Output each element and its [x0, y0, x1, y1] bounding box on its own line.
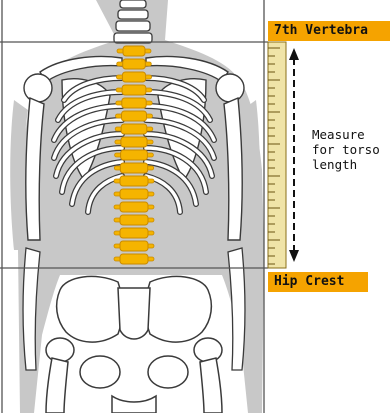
vertebra — [120, 254, 148, 264]
vertebra — [120, 163, 147, 173]
vertebra — [121, 124, 147, 134]
highlighted-spine — [114, 46, 154, 264]
vertebra — [123, 46, 145, 56]
vertebra — [122, 72, 145, 82]
pelvis — [46, 276, 222, 413]
vertebra — [120, 202, 148, 212]
vertebra — [120, 189, 148, 199]
cervical-vertebrae — [114, 0, 152, 43]
vertebra — [121, 137, 147, 147]
vertebra — [121, 150, 148, 160]
vertebra — [120, 215, 148, 225]
hip-crest-label: Hip Crest — [268, 272, 368, 292]
seventh-vertebra-label: 7th Vertebra — [268, 21, 390, 41]
vertebra — [122, 111, 147, 121]
measure-instruction-line-2: for torso — [312, 142, 390, 157]
vertebra — [120, 241, 148, 251]
measure-instruction: Measure for torso length — [312, 127, 390, 172]
double-headed-arrow-icon — [289, 48, 299, 262]
measure-instruction-line-3: length — [312, 157, 390, 172]
vertebra — [122, 85, 146, 95]
vertebra — [120, 176, 148, 186]
vertebra — [120, 228, 148, 238]
vertebra — [123, 59, 146, 69]
vertebra — [122, 98, 146, 108]
ruler-icon — [268, 42, 286, 268]
measure-instruction-line-1: Measure — [312, 127, 390, 142]
